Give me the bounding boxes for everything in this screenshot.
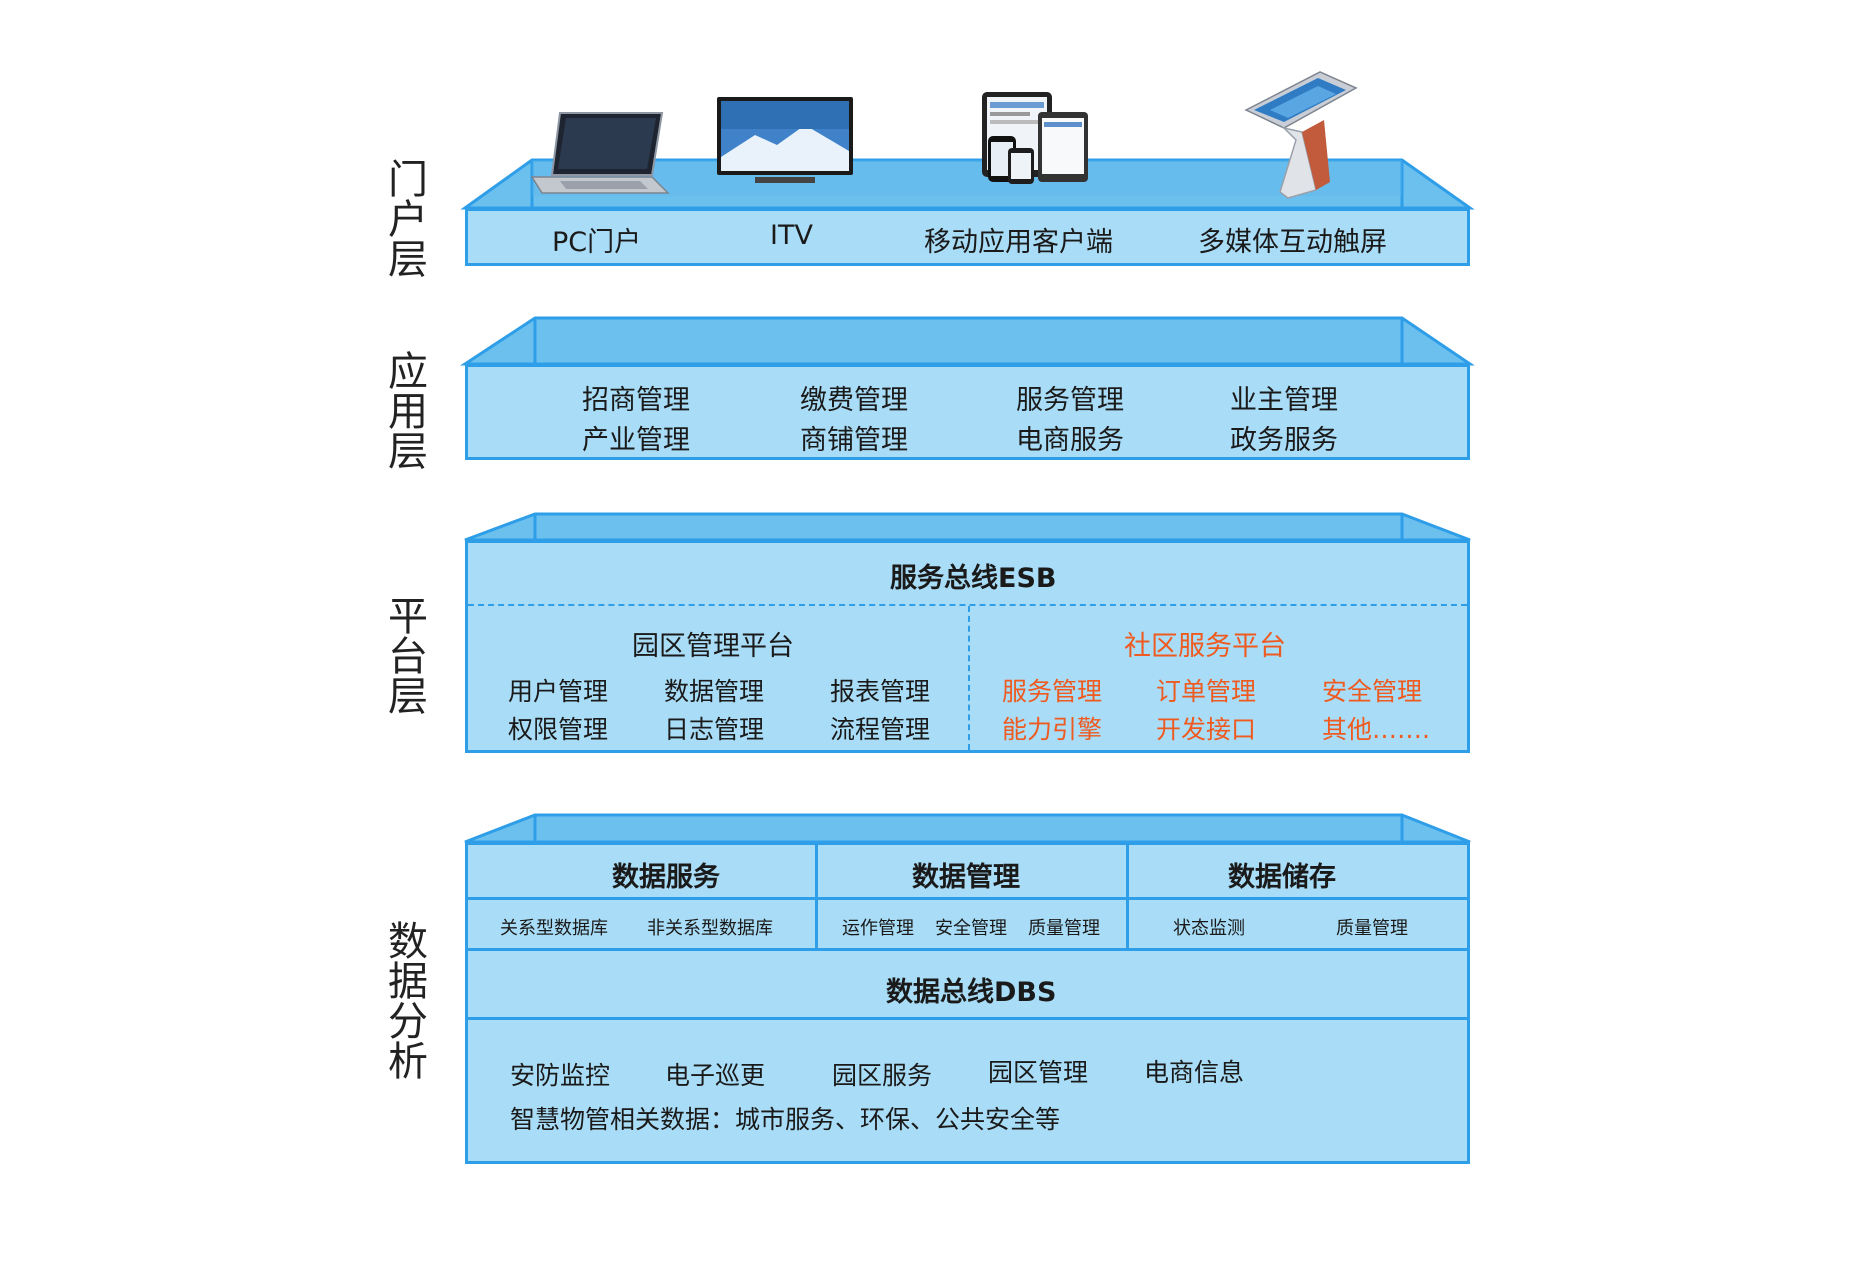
portal-item-pc: PC门户 [552,227,642,258]
data-management-item: 运作管理 [842,918,914,939]
data-layer-box [465,842,1470,1164]
application-tray-top [459,316,1475,366]
data-row-divider-1 [465,897,1470,900]
park-item: 日志管理 [664,715,765,744]
community-item: 能力引擎 [1002,715,1103,744]
data-storage-item: 质量管理 [1336,918,1408,939]
touch-kiosk-icon [1244,71,1358,199]
data-col-divider-2 [1126,842,1129,950]
app-item: 产业管理 [582,425,690,456]
data-service-title: 数据服务 [612,862,720,893]
tv-icon [717,97,853,183]
data-management-item: 安全管理 [935,918,1007,939]
mobile-devices-icon [982,92,1088,184]
park-item: 数据管理 [664,677,765,706]
data-source-item: 园区服务 [832,1061,933,1090]
platform-divider [968,606,970,750]
data-row-divider-2 [465,948,1470,951]
data-row-divider-3 [465,1017,1470,1020]
app-item: 商铺管理 [800,425,908,456]
data-col-divider-1 [815,842,818,950]
esb-divider [468,604,1467,606]
community-item: 服务管理 [1002,677,1103,706]
park-item: 报表管理 [830,677,931,706]
app-item: 缴费管理 [800,385,908,416]
data-source-item: 电商信息 [1144,1058,1245,1087]
data-management-item: 质量管理 [1028,918,1100,939]
data-source-line: 智慧物管相关数据：城市服务、环保、公共安全等 [510,1105,1061,1134]
data-source-item: 园区管理 [988,1058,1089,1087]
app-item: 电商服务 [1016,425,1124,456]
park-item: 用户管理 [508,677,609,706]
data-service-item: 关系型数据库 [500,918,608,939]
community-item: 开发接口 [1156,715,1257,744]
dbs-title: 数据总线DBS [886,977,1057,1008]
park-item: 流程管理 [830,715,931,744]
community-item: 其他……. [1322,715,1430,744]
data-storage-item: 状态监测 [1173,918,1245,939]
portal-item-touchscreen: 多媒体互动触屏 [1198,227,1387,258]
portal-item-itv: ITV [770,220,813,251]
data-management-title: 数据管理 [912,862,1020,893]
label-data-layer: 数据分析 [381,920,427,1080]
platform-layer-box [465,540,1470,753]
data-source-item: 安防监控 [510,1061,611,1090]
app-item: 业主管理 [1230,385,1338,416]
data-source-item: 电子巡更 [665,1061,766,1090]
data-tray-top [464,813,1471,844]
community-item: 安全管理 [1322,677,1423,706]
app-item: 招商管理 [582,385,690,416]
portal-item-mobile: 移动应用客户端 [924,227,1113,258]
park-item: 权限管理 [508,715,609,744]
app-item: 政务服务 [1230,425,1338,456]
data-service-item: 非关系型数据库 [647,918,773,939]
community-item: 订单管理 [1156,677,1257,706]
portal-layer-box [465,208,1470,266]
portal-tray-top [460,158,1475,210]
label-portal-layer: 门户层 [381,158,427,278]
label-application-layer: 应用层 [381,350,427,470]
park-platform-title: 园区管理平台 [632,631,794,662]
data-storage-title: 数据储存 [1228,862,1336,893]
community-platform-title: 社区服务平台 [1124,631,1286,662]
application-layer-box [465,364,1470,460]
label-platform-layer: 平台层 [381,595,427,715]
laptop-icon [530,112,670,194]
platform-tray-top [464,512,1471,542]
esb-title: 服务总线ESB [890,563,1057,594]
app-item: 服务管理 [1016,385,1124,416]
